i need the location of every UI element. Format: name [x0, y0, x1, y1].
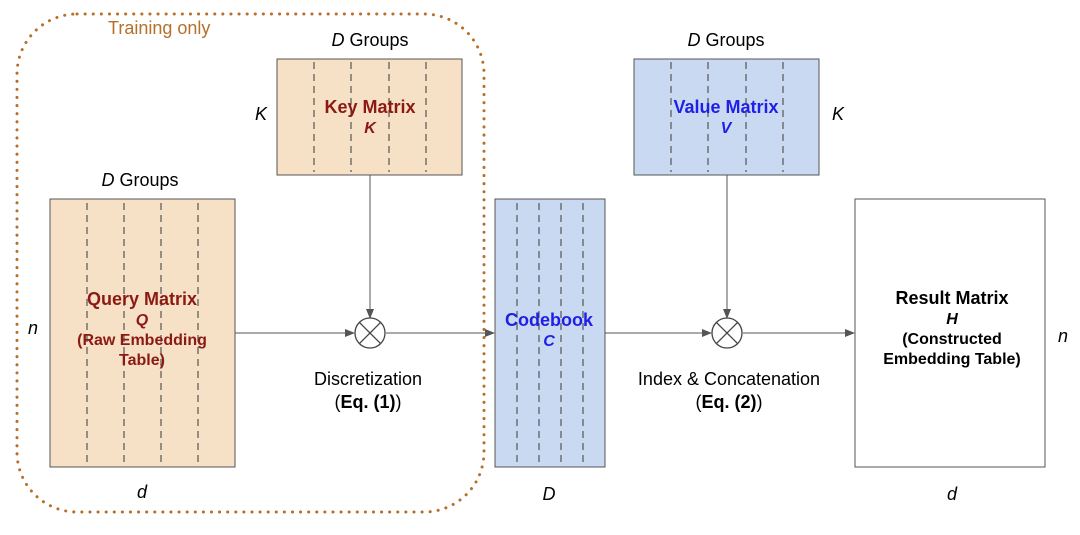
value-groups-label: D Groups	[687, 30, 764, 51]
eq2-open-paren: (	[695, 392, 702, 413]
result-matrix-title: Result Matrix H (Constructed Embedding T…	[883, 287, 1020, 370]
index-concat-label: Index & Concatenation (Eq. (2))	[638, 368, 820, 415]
key-matrix-box	[276, 58, 463, 176]
training-region-border	[15, 12, 486, 514]
key-matrix-name: Key Matrix	[324, 96, 416, 117]
value-matrix-box	[633, 58, 820, 176]
codebook-title: Codebook C	[505, 309, 593, 352]
key-matrix-symbol: K	[364, 119, 376, 137]
key-matrix-title: Key Matrix K	[324, 96, 415, 139]
key-groups-symbol: D	[331, 30, 345, 50]
key-groups-word: Groups	[349, 30, 409, 50]
eq2-close-paren: )	[756, 392, 763, 413]
index-concat-operator-icon	[711, 317, 743, 349]
query-groups-word: Groups	[119, 170, 179, 190]
result-matrix-symbol: H	[946, 310, 958, 328]
index-concat-equation: (Eq. (2))	[638, 391, 820, 414]
value-groups-symbol: D	[687, 30, 701, 50]
value-matrix-title: Value Matrix V	[673, 96, 778, 139]
result-col-dim-label: d	[946, 484, 958, 504]
index-concat-name: Index & Concatenation	[637, 369, 821, 389]
result-matrix-name: Result Matrix	[895, 287, 1009, 308]
codebook-col-dim-label: D	[542, 484, 556, 504]
value-row-dim-label: K	[832, 104, 845, 124]
key-row-dim-label: K	[255, 104, 268, 124]
codebook-name: Codebook	[505, 309, 593, 330]
query-groups-symbol: D	[101, 170, 115, 190]
query-groups-label: D Groups	[101, 170, 178, 191]
query-col-dim-label: d	[136, 482, 148, 502]
training-only-label: Training only	[108, 18, 211, 38]
eq1-ref: Eq. (1)	[340, 392, 396, 413]
result-row-dim-label: n	[1058, 326, 1069, 346]
query-matrix-subtitle-2: Table)	[119, 351, 165, 369]
query-matrix-title: Query Matrix Q (Raw Embedding Table)	[77, 288, 207, 371]
query-matrix-box	[49, 198, 236, 468]
discretization-label: Discretization (Eq. (1))	[314, 368, 422, 415]
query-matrix-name: Query Matrix	[86, 288, 198, 309]
eq1-close-paren: )	[395, 392, 402, 413]
codebook-box	[494, 198, 606, 468]
result-matrix-box	[854, 198, 1046, 468]
key-groups-label: D Groups	[331, 30, 408, 51]
result-matrix-subtitle-1: (Constructed	[902, 330, 1002, 348]
result-matrix-subtitle-2: Embedding Table)	[883, 350, 1021, 368]
value-matrix-symbol: V	[720, 119, 732, 137]
eq1-open-paren: (	[334, 392, 341, 413]
value-matrix-name: Value Matrix	[673, 96, 779, 117]
codebook-symbol: C	[543, 332, 555, 350]
query-matrix-subtitle-1: (Raw Embedding	[77, 331, 207, 349]
discretization-operator-icon	[354, 317, 386, 349]
discretization-equation: (Eq. (1))	[314, 391, 422, 414]
query-matrix-symbol: Q	[135, 311, 149, 329]
value-groups-word: Groups	[705, 30, 765, 50]
discretization-name: Discretization	[313, 369, 423, 389]
eq2-ref: Eq. (2)	[701, 392, 757, 413]
query-row-dim-label: n	[28, 318, 39, 338]
